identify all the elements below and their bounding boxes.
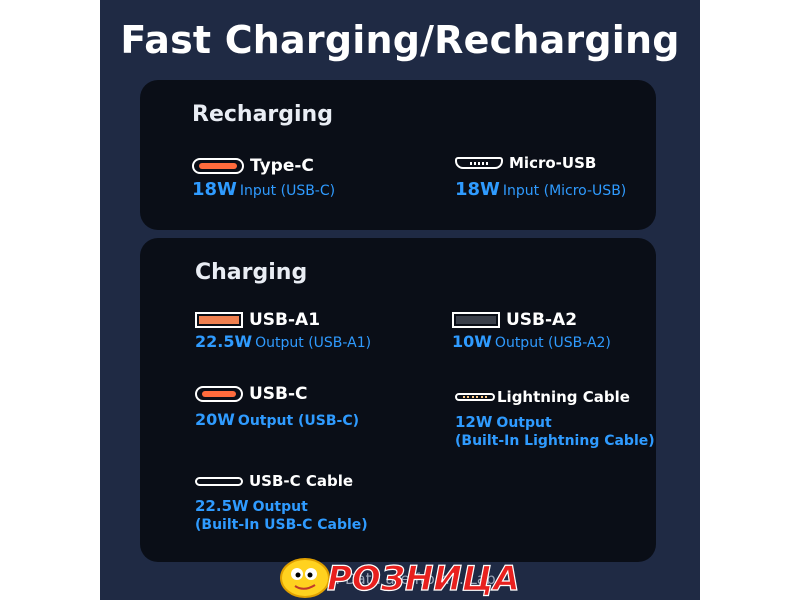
port-description: Output (496, 415, 552, 431)
data-source-note: Note: Data are from ...Lab. (299, 570, 501, 588)
svg-text:РОЗНИЦА: РОЗНИЦА (327, 559, 520, 599)
usb-c-cable-icon (195, 476, 243, 486)
lightning-connector-icon (455, 393, 495, 401)
port-description: Input (USB-C) (239, 183, 336, 199)
port-description: Output (USB-A2) (494, 335, 611, 351)
port-description: Output (252, 499, 308, 515)
product-infographic: Fast Charging/Recharging Recharging Type… (100, 0, 700, 600)
type-c-port-icon (192, 158, 244, 174)
port-label: USB-A2 (506, 310, 578, 330)
port-label: USB-C (249, 384, 308, 404)
wattage: 10W (452, 332, 492, 351)
port-description-detail: (Built-In Lightning Cable) (455, 433, 655, 449)
wattage: 22.5W (195, 332, 253, 351)
roznica-watermark-logo: РОЗНИЦА (280, 558, 520, 600)
port-label: USB-C Cable (249, 472, 354, 490)
wattage: 18W (192, 179, 237, 200)
charging-heading: Charging (195, 260, 308, 285)
usb-a-port-icon (195, 312, 243, 328)
wattage: 12W (455, 413, 493, 431)
wattage: 20W (195, 410, 235, 429)
port-label: Type-C (250, 156, 314, 176)
port-description: Output (USB-C) (237, 413, 360, 429)
port-description: Output (USB-A1) (255, 335, 372, 351)
port-description: Input (Micro-USB) (502, 183, 627, 199)
usb-a-port-icon (452, 312, 500, 328)
usb-c-port-icon (195, 386, 243, 402)
port-label: USB-A1 (249, 310, 321, 330)
wattage: 18W (455, 179, 500, 200)
recharging-heading: Recharging (192, 102, 333, 127)
page-title: Fast Charging/Recharging (120, 18, 680, 62)
port-label: Micro-USB (509, 154, 597, 172)
port-label: Lightning Cable (497, 388, 630, 406)
micro-usb-port-icon (455, 157, 503, 169)
wattage: 22.5W (195, 497, 249, 515)
port-description-detail: (Built-In USB-C Cable) (195, 517, 368, 533)
